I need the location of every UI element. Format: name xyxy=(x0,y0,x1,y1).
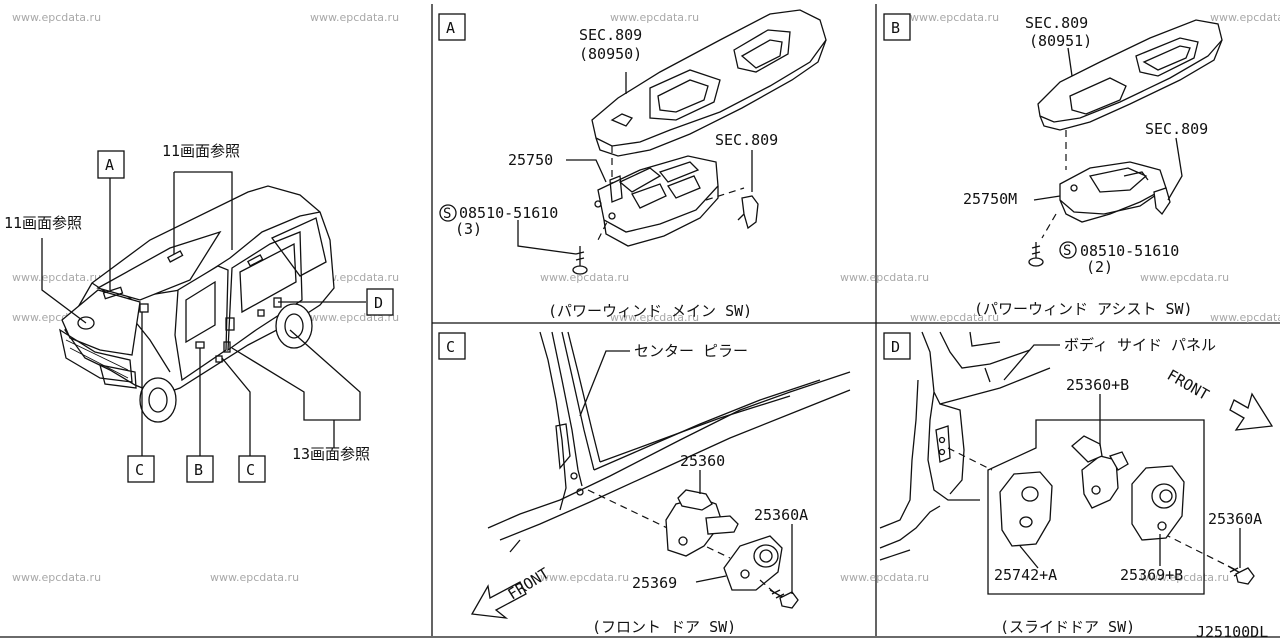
panel-d: D xyxy=(879,331,1274,636)
svg-text:www.epcdata.ru: www.epcdata.ru xyxy=(1140,271,1229,284)
svg-text:www.epcdata.ru: www.epcdata.ru xyxy=(840,271,929,284)
panel-d-caption: (スライドドア SW) xyxy=(1000,618,1135,636)
panel-d-panel-label: ボディ サイド パネル xyxy=(1064,336,1216,354)
panel-d-bracket xyxy=(1131,465,1185,541)
svg-text:www.epcdata.ru: www.epcdata.ru xyxy=(1140,571,1229,584)
svg-text:www.epcdata.ru: www.epcdata.ru xyxy=(210,571,299,584)
panel-d-body-side xyxy=(879,331,1051,561)
panel-c-switch xyxy=(665,489,739,557)
panel-b-sec-top-code: (80951) xyxy=(1029,32,1092,50)
panel-d-part-switch: 25360+B xyxy=(1066,376,1129,394)
panel-b-caption: (パワーウィンド アシスト SW) xyxy=(974,300,1193,318)
panel-b-sec-top: SEC.809 xyxy=(1025,14,1088,32)
panel-c-caption: (フロント ドア SW) xyxy=(592,618,736,636)
panel-a-switch xyxy=(597,155,719,233)
svg-text:C: C xyxy=(246,461,255,479)
svg-text:(2): (2) xyxy=(1086,258,1113,276)
panel-dividers xyxy=(0,4,1280,638)
panel-d-group-box xyxy=(987,419,1205,595)
svg-text:A: A xyxy=(105,156,114,174)
panel-c-bracket xyxy=(723,535,783,591)
svg-text:www.epcdata.ru: www.epcdata.ru xyxy=(12,11,101,24)
svg-text:B: B xyxy=(194,461,203,479)
panel-a-sec-top-code: (80950) xyxy=(579,45,642,63)
panel-b-switch xyxy=(1059,161,1167,215)
panel-b-part-switch: 25750M xyxy=(963,190,1017,208)
panel-c-part-switch: 25360 xyxy=(680,452,725,470)
ref-top-label: 11画面参照 xyxy=(162,142,240,160)
overview-tag-c1: C xyxy=(127,455,155,483)
svg-text:www.epcdata.ru: www.epcdata.ru xyxy=(1210,11,1280,24)
svg-text:S: S xyxy=(443,206,451,222)
svg-text:C: C xyxy=(135,461,144,479)
ref-bottom-label: 13画面参照 xyxy=(292,445,370,463)
svg-text:C: C xyxy=(446,338,455,356)
overview-tag-a: A xyxy=(97,150,125,179)
panel-d-part-bracket: 25369+B xyxy=(1120,566,1183,584)
svg-text:A: A xyxy=(446,19,455,37)
svg-text:www.epcdata.ru: www.epcdata.ru xyxy=(910,311,999,324)
overview-tag-d: D xyxy=(366,288,394,316)
panel-b-screw-label: S 08510-51610 (2) xyxy=(1059,241,1179,276)
svg-text:www.epcdata.ru: www.epcdata.ru xyxy=(12,571,101,584)
svg-text:(3): (3) xyxy=(455,220,482,238)
panel-d-tag: D xyxy=(883,332,911,360)
svg-text:D: D xyxy=(891,338,900,356)
panel-a: A SEC.809 (80950) SEC.8 xyxy=(438,9,827,320)
overview-tag-b: B xyxy=(186,455,214,483)
svg-text:www.epcdata.ru: www.epcdata.ru xyxy=(540,271,629,284)
panel-b: B SEC.809 (80951) SEC.809 25750M S 08510… xyxy=(883,13,1223,318)
panel-c-tag: C xyxy=(438,332,466,360)
svg-text:www.epcdata.ru: www.epcdata.ru xyxy=(910,11,999,24)
panel-b-finisher xyxy=(1037,19,1223,123)
svg-text:www.epcdata.ru: www.epcdata.ru xyxy=(610,11,699,24)
svg-text:S: S xyxy=(1063,243,1071,259)
panel-d-part-bolt: 25360A xyxy=(1208,510,1262,528)
svg-text:www.epcdata.ru: www.epcdata.ru xyxy=(310,11,399,24)
panel-b-tag: B xyxy=(883,13,911,41)
panel-c-part-bolt: 25360A xyxy=(754,506,808,524)
panel-c: C xyxy=(438,331,851,636)
svg-text:www.epcdata.ru: www.epcdata.ru xyxy=(840,571,929,584)
panel-a-part-switch: 25750 xyxy=(508,151,553,169)
svg-text:08510-51610: 08510-51610 xyxy=(459,204,558,222)
figure-code: J25100DL xyxy=(1196,623,1268,640)
ref-left-label: 11画面参照 xyxy=(4,214,82,232)
panel-a-caption: (パワーウィンド メイン SW) xyxy=(548,302,752,320)
panel-c-bolt xyxy=(769,589,799,609)
svg-text:B: B xyxy=(891,19,900,37)
panel-a-sec-top: SEC.809 xyxy=(579,26,642,44)
panel-b-sec-right: SEC.809 xyxy=(1145,120,1208,138)
panel-c-part-bracket: 25369 xyxy=(632,574,677,592)
svg-text:08510-51610: 08510-51610 xyxy=(1080,242,1179,260)
svg-text:www.epcdata.ru: www.epcdata.ru xyxy=(610,311,699,324)
svg-text:www.epcdata.ru: www.epcdata.ru xyxy=(1210,311,1280,324)
panel-a-screw-label: S 08510-51610 (3) xyxy=(439,204,558,238)
panel-a-tag: A xyxy=(438,13,466,41)
panel-c-pillar xyxy=(487,331,851,553)
panel-c-pillar-label: センター ピラー xyxy=(634,342,748,360)
svg-text:D: D xyxy=(374,294,383,312)
panel-a-sec-right: SEC.809 xyxy=(715,131,778,149)
vehicle-overview: 11画面参照 11画面参照 13画面参照 A D C B C xyxy=(4,142,394,483)
panel-d-bolt xyxy=(1227,565,1255,585)
overview-tag-c2: C xyxy=(238,455,266,483)
svg-text:www.epcdata.ru: www.epcdata.ru xyxy=(540,571,629,584)
svg-text:www.epcdata.ru: www.epcdata.ru xyxy=(12,271,101,284)
panel-d-switch xyxy=(1071,435,1129,509)
panel-d-spacer xyxy=(999,471,1053,547)
panel-d-part-spacer: 25742+A xyxy=(994,566,1057,584)
